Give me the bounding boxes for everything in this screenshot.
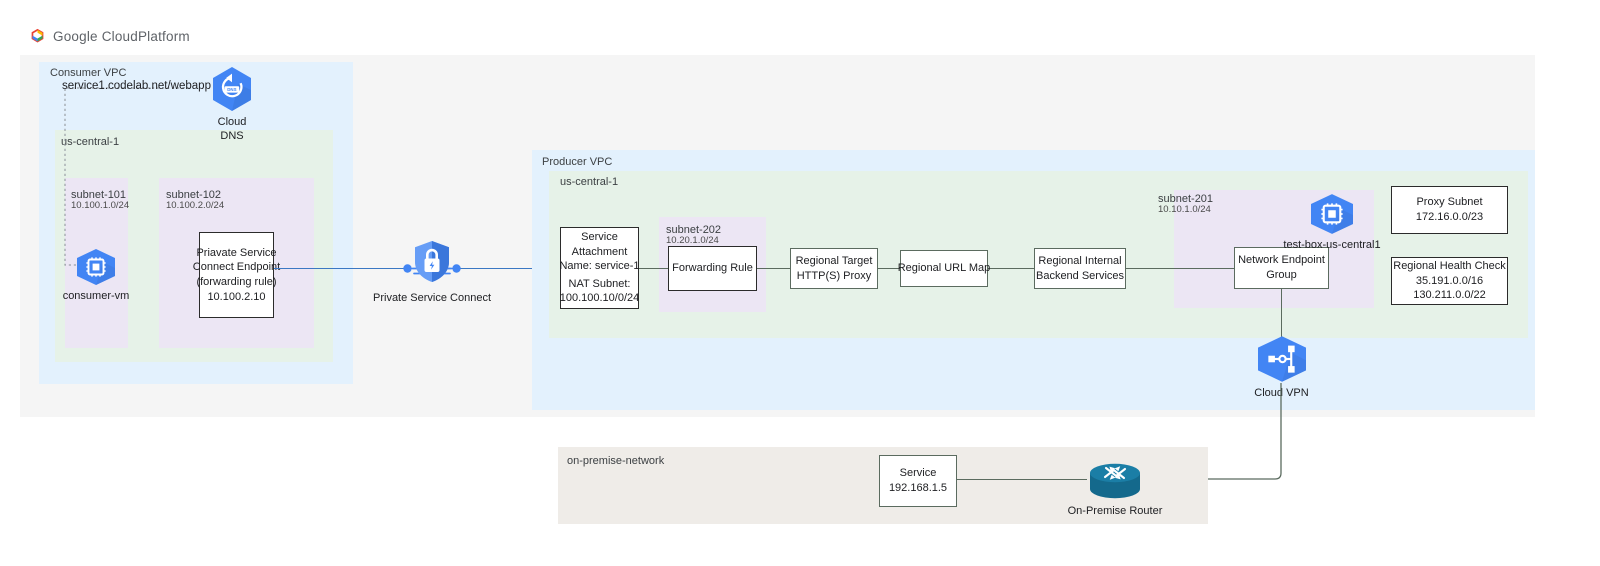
gcp-logo-text: Google CloudPlatform	[53, 29, 190, 44]
wire-urlmap-to-backend	[988, 268, 1034, 270]
on-premise-router-caption: On-Premise Router	[1067, 505, 1163, 517]
on-premise-service-line2: 192.168.1.5	[888, 482, 948, 494]
service-attachment-line4: NAT Subnet:	[568, 277, 631, 290]
service-attachment-line5: 100.100.10/0/24	[559, 292, 640, 305]
gcp-logo: Google CloudPlatform	[29, 28, 190, 45]
private-service-connect-shield-icon	[403, 238, 461, 288]
svg-text:DNS: DNS	[227, 87, 236, 92]
wire-neg-to-vpn	[1281, 289, 1283, 337]
cloud-vpn-icon	[1255, 335, 1309, 383]
producer-region-label: us-central-1	[560, 176, 619, 188]
regional-target-proxy-box[interactable]: Regional Target HTTP(S) Proxy	[790, 248, 878, 289]
on-premise-network-label: on-premise-network	[567, 455, 665, 467]
subnet-201-name: subnet-201	[1158, 193, 1214, 205]
on-premise-service-line1: Service	[899, 467, 937, 480]
dns-record-label: service1.codelab.net/webapp	[62, 80, 211, 92]
proxy-subnet-box[interactable]: Proxy Subnet 172.16.0.0/23	[1391, 186, 1508, 234]
private-service-connect-caption: Private Service Connect	[373, 292, 491, 304]
compute-engine-vm-icon	[75, 248, 117, 286]
proxy-subnet-line1: Proxy Subnet	[1416, 196, 1483, 209]
service-attachment-line1: Service	[581, 231, 618, 243]
on-premise-service-box[interactable]: Service 192.168.1.5	[879, 455, 957, 507]
forwarding-rule-box[interactable]: Forwarding Rule	[668, 246, 757, 291]
subnet-202-cidr: 10.20.1.0/24	[666, 235, 719, 246]
consumer-vm-node[interactable]: consumer-vm	[63, 248, 129, 303]
producer-vpc-label: Producer VPC	[542, 156, 613, 168]
test-box-vm-node[interactable]: test-box-us-central1	[1283, 193, 1381, 252]
service-attachment-line3: Name: service-1	[559, 260, 640, 273]
consumer-vpc-label: Consumer VPC	[50, 67, 127, 79]
target-proxy-line2: HTTP(S) Proxy	[796, 269, 872, 282]
neg-line1: Network Endpoint	[1238, 254, 1325, 267]
regional-health-check-box[interactable]: Regional Health Check 35.191.0.0/16 130.…	[1391, 257, 1508, 305]
subnet-102-cidr: 10.100.2.0/24	[166, 200, 225, 211]
psc-endpoint-line1: Priavate Service	[196, 246, 277, 259]
cloud-dns-node[interactable]: DNS Cloud DNS	[206, 66, 258, 143]
url-map-label: Regional URL Map	[897, 262, 991, 275]
psc-endpoint-box[interactable]: Priavate Service Connect Endpoint (forwa…	[193, 232, 280, 318]
subnet-101-name: subnet-101	[71, 189, 127, 201]
proxy-subnet-line2: 172.16.0.0/23	[1415, 211, 1484, 223]
cloud-dns-caption: Cloud DNS	[217, 116, 247, 143]
wire-vpn-to-onprem-router	[1134, 383, 1282, 480]
health-check-line2: 35.191.0.0/16	[1415, 274, 1484, 287]
target-proxy-line1: Regional Target	[795, 254, 873, 267]
wire-sa-to-fr	[639, 268, 668, 270]
backend-services-line2: Backend Services	[1035, 269, 1125, 282]
consumer-region-label: us-central-1	[61, 136, 120, 148]
cloud-dns-icon: DNS	[211, 66, 253, 112]
on-premise-router-icon	[1085, 459, 1145, 501]
consumer-vm-caption: consumer-vm	[62, 290, 130, 302]
regional-url-map-box[interactable]: Regional URL Map	[897, 250, 991, 287]
backend-services-line1: Regional Internal	[1038, 254, 1122, 267]
google-cloud-platform-logo-icon	[29, 28, 46, 45]
regional-backend-services-box[interactable]: Regional Internal Backend Services	[1034, 248, 1126, 289]
subnet-102-name: subnet-102	[166, 189, 222, 201]
compute-engine-vm-icon	[1307, 193, 1357, 235]
health-check-line3: 130.211.0.0/22	[1413, 289, 1486, 302]
neg-line2: Group	[1266, 269, 1297, 281]
wire-proxy-to-urlmap	[878, 268, 900, 270]
wire-service-to-router	[957, 479, 1087, 481]
psc-endpoint-line2: Connect Endpoint	[192, 261, 281, 274]
test-box-vm-caption: test-box-us-central1	[1283, 239, 1381, 251]
wire-backend-to-neg	[1126, 268, 1234, 270]
network-endpoint-group-box[interactable]: Network Endpoint Group	[1234, 247, 1329, 289]
service-attachment-box[interactable]: Service Attachment Name: service-1 NAT S…	[559, 227, 640, 309]
forwarding-rule-label: Forwarding Rule	[672, 262, 753, 275]
psc-endpoint-line4: 10.100.2.10	[207, 290, 266, 303]
psc-endpoint-line3: (forwarding rule)	[196, 276, 277, 288]
subnet-202-name: subnet-202	[666, 224, 722, 236]
wire-fr-to-proxy	[757, 268, 790, 270]
private-service-connect-node[interactable]: Private Service Connect	[373, 238, 491, 305]
health-check-line1: Regional Health Check	[1393, 260, 1506, 273]
on-premise-router-node[interactable]: On-Premise Router	[1067, 459, 1163, 518]
service-attachment-line2: Attachment	[571, 245, 628, 258]
subnet-101-cidr: 10.100.1.0/24	[71, 200, 130, 211]
subnet-201-cidr: 10.10.1.0/24	[1158, 204, 1211, 215]
dns-lookup-path	[64, 87, 190, 266]
